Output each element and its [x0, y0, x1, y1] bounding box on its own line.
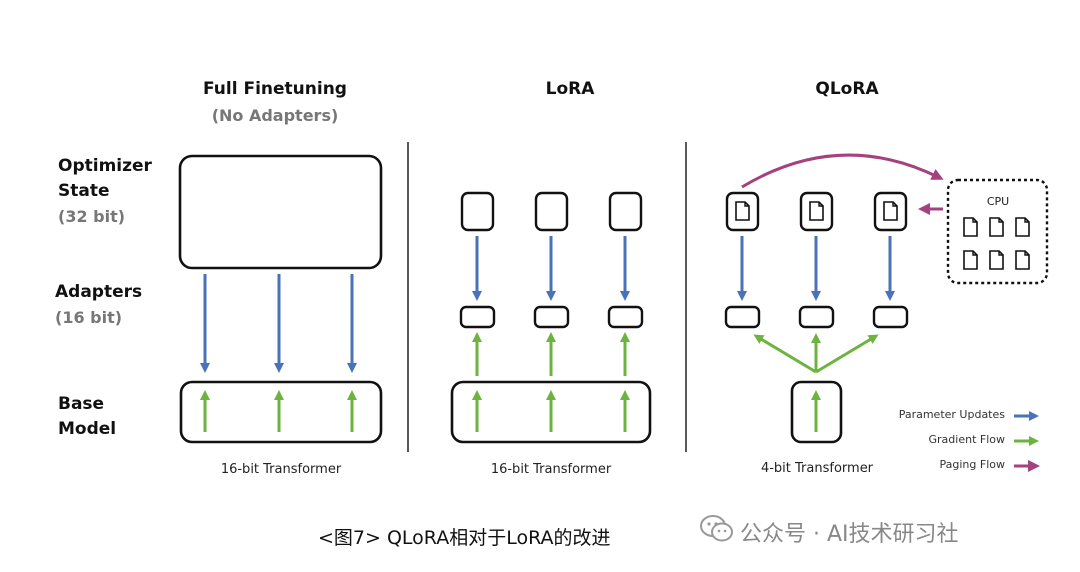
qlora-gradient-arrow-right [815, 334, 879, 374]
full-finetuning-title: Full Finetuning [203, 79, 347, 99]
qlora-caption: 4-bit Transformer [760, 461, 874, 476]
lora-title: LoRA [545, 79, 595, 99]
legend-parameter-updates: Parameter Updates [898, 408, 1005, 421]
optimizer-bits-label: (32 bit) [58, 207, 126, 226]
adapters-label-line1: Adapters [55, 282, 143, 302]
document-icon [989, 250, 1004, 270]
qlora-title: QLoRA [815, 79, 879, 99]
full-optimizer-box [178, 154, 383, 270]
qlora-paging-arrow-top [741, 153, 944, 189]
qlora-adapter-3 [872, 305, 909, 329]
wechat-logo-icon [700, 515, 733, 542]
optimizer-state-label: Optimizer State (32 bit) [58, 154, 152, 229]
base-label-line2: Model [58, 419, 117, 439]
base-label-line1: Base [58, 394, 105, 414]
qlora-adapter-1 [724, 305, 761, 329]
cpu-label: CPU [986, 195, 1010, 208]
lora-optimizer-box-2 [534, 191, 569, 232]
full-base-model-box [179, 380, 383, 444]
document-icon [883, 201, 898, 221]
adapters-label: Adapters (16 bit) [55, 280, 142, 330]
document-icon [1015, 250, 1030, 270]
document-icon [963, 217, 978, 237]
document-icon [1015, 217, 1030, 237]
document-icon [809, 201, 824, 221]
qlora-gradient-arrow-left [753, 334, 817, 374]
legend-paging-flow: Paging Flow [939, 458, 1005, 471]
optimizer-label-line1: Optimizer [58, 156, 152, 176]
full-caption: 16-bit Transformer [220, 462, 342, 477]
document-icon [735, 201, 750, 221]
lora-optimizer-box-1 [460, 191, 495, 232]
adapters-bits-label: (16 bit) [55, 308, 123, 327]
lora-adapter-2 [533, 305, 570, 329]
lora-optimizer-box-3 [608, 191, 643, 232]
optimizer-label-line2: State [58, 181, 110, 201]
legend-gradient-flow: Gradient Flow [928, 433, 1005, 446]
qlora-adapter-2 [798, 305, 835, 329]
document-icon [963, 250, 978, 270]
lora-adapter-3 [607, 305, 644, 329]
base-model-label: Base Model [58, 392, 116, 442]
no-adapters-subtitle: (No Adapters) [211, 106, 339, 125]
lora-adapter-1 [459, 305, 496, 329]
document-icon [989, 217, 1004, 237]
lora-caption: 16-bit Transformer [490, 462, 612, 477]
watermark-text: 公众号 · AI技术研习社 [740, 522, 959, 547]
figure-caption: <图7> QLoRA相对于LoRA的改进 [318, 527, 611, 549]
